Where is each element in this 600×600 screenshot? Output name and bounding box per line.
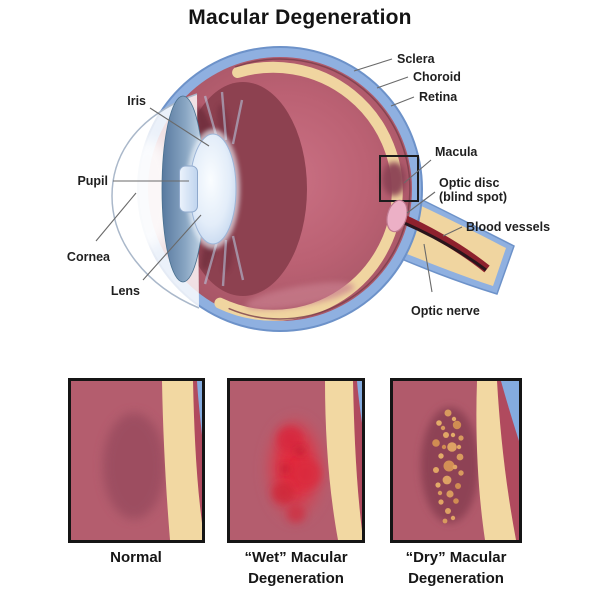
panel-wet-art — [230, 381, 362, 540]
sclera-layer-red — [353, 381, 362, 531]
choroid-band — [325, 381, 362, 540]
label-blood-vessels: Blood vessels — [466, 220, 550, 234]
sclera-corner-blue — [357, 381, 362, 423]
label-optic-disc-line1: Optic disc — [439, 176, 499, 190]
sclera-leader-line — [353, 58, 393, 72]
drusen-deposits — [432, 409, 464, 524]
caption-dry-macular-degeneration: “Dry” Macular Degeneration — [405, 549, 507, 587]
optic-nerve-leader-line — [423, 243, 433, 293]
blood-vessels-leader-line — [442, 226, 463, 237]
sclera-layer-red — [193, 381, 202, 523]
caption-normal: Normal — [110, 549, 162, 566]
caption-wet-macular-degeneration: “Wet” Macular Degeneration — [244, 549, 348, 587]
hemorrhage-blob — [262, 415, 328, 525]
label-lens: Lens — [111, 284, 140, 298]
label-optic-disc-line2: (blind spot) — [439, 190, 507, 204]
page-title: Macular Degeneration — [188, 6, 412, 29]
lens-leader-line — [142, 214, 202, 281]
cornea-leader-line — [95, 192, 137, 242]
retina-leader-line — [390, 96, 415, 107]
label-pupil: Pupil — [77, 174, 108, 188]
panel-normal-art — [71, 381, 202, 540]
sclera-corner-blue — [197, 381, 202, 435]
pupil-shape — [179, 165, 198, 213]
optic-disc-shape — [386, 199, 408, 233]
sclera-corner-blue — [501, 381, 519, 441]
label-sclera: Sclera — [397, 52, 436, 66]
choroid-outline — [228, 58, 411, 320]
choroid-band — [476, 381, 516, 540]
label-optic-nerve: Optic nerve — [411, 304, 480, 318]
panel-wet-macula — [227, 378, 365, 543]
panel-dry-macula — [390, 378, 522, 543]
macula-spot — [382, 162, 406, 196]
macula-leader-line — [403, 159, 432, 184]
label-cornea: Cornea — [67, 250, 111, 264]
choroid-band — [162, 381, 202, 540]
label-retina: Retina — [419, 90, 458, 104]
iris-leader-line — [149, 107, 210, 147]
leader-lines — [95, 58, 463, 293]
normal-macula-spot — [103, 413, 165, 519]
eye-cross-section: Sclera Choroid Retina Macula Optic disc … — [67, 46, 550, 332]
label-iris: Iris — [127, 94, 146, 108]
label-macula: Macula — [435, 145, 478, 159]
blood-vessels-shape — [398, 213, 490, 273]
optic-disc-leader-line — [406, 191, 436, 214]
choroid-leader-line — [376, 76, 409, 89]
label-choroid: Choroid — [413, 70, 461, 84]
panel-normal-macula — [68, 378, 205, 543]
panel-dry-art — [393, 381, 519, 540]
